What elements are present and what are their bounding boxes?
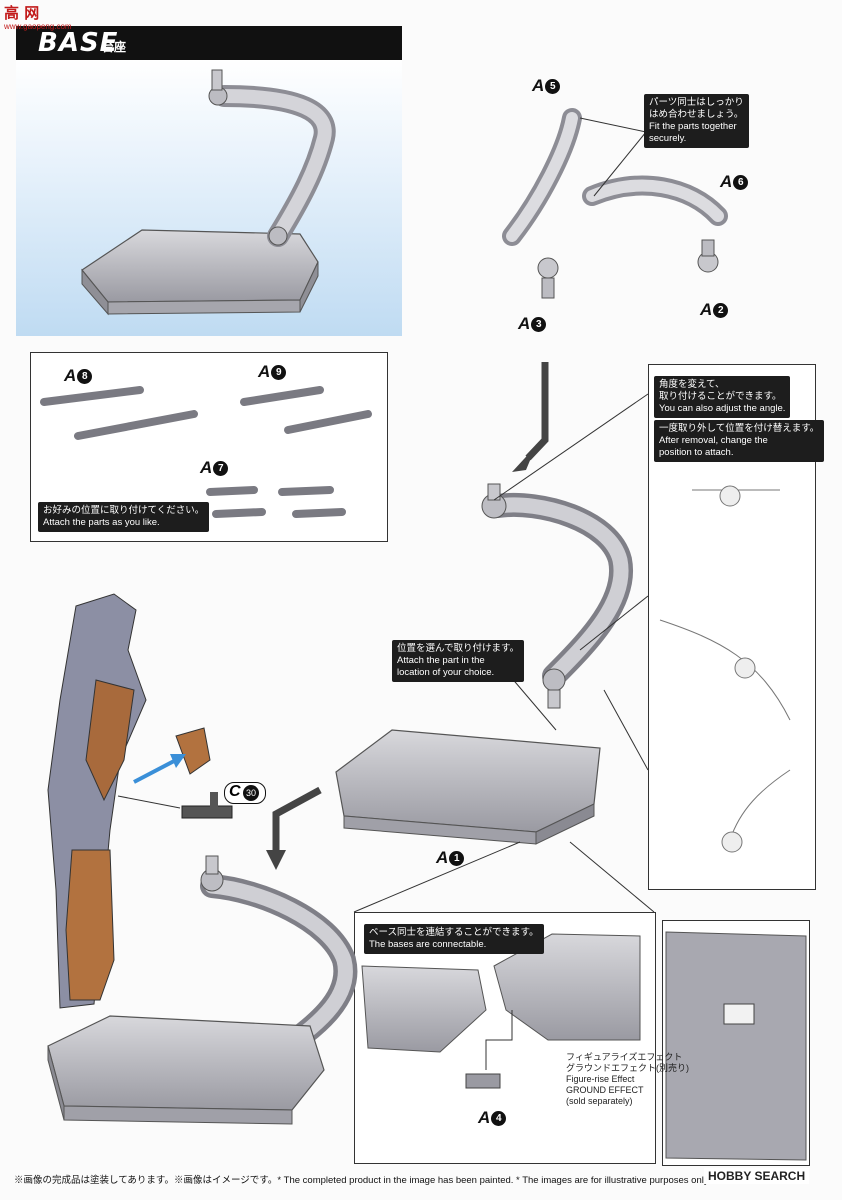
angle-detail-sketches [579,485,791,853]
note-attach-as-you-like: お好みの位置に取り付けてください。 Attach the parts as yo… [38,502,210,532]
section-title: BASE [38,28,119,58]
note-location-choice: 位置を選んで取り付けます。 Attach the part in the loc… [392,640,525,682]
section-subtitle: 台座 [102,40,127,54]
note-bases-connectable: ベース同士を連結することができます。 The bases are connect… [364,924,544,954]
ground-effect-text: フィギュアライズエフェクト グラウンドエフェクト(別売り) Figure-ris… [566,1052,689,1106]
note-fit-securely: パーツ同士はしっかり はめ合わせましょう。 Fit the parts toge… [644,94,749,148]
stand-illustration-top [81,69,336,316]
connect-illustration [353,841,807,1161]
hobby-search-watermark: HOBBY SEARCH [704,1168,810,1184]
stand-illustration-bottom [47,855,358,1125]
optional-arm-pieces [40,386,372,518]
stand-illustration-middle [335,393,649,845]
arm-parts-assembly [502,108,728,299]
figure-illustration [47,593,233,1009]
section-header: BASE 台座 [16,26,402,60]
watermark-logo: 高 网 www.gaopeng.com [4,4,72,31]
note-adjust-angle: 角度を変えて、 取り付けることができます。 You can also adjus… [654,376,791,418]
footer-disclaimer: ※画像の完成品は塗装してあります。※画像はイメージです。* The comple… [14,1175,711,1186]
note-change-position: 一度取り外して位置を付け替えます。 After removal, change … [654,420,825,462]
